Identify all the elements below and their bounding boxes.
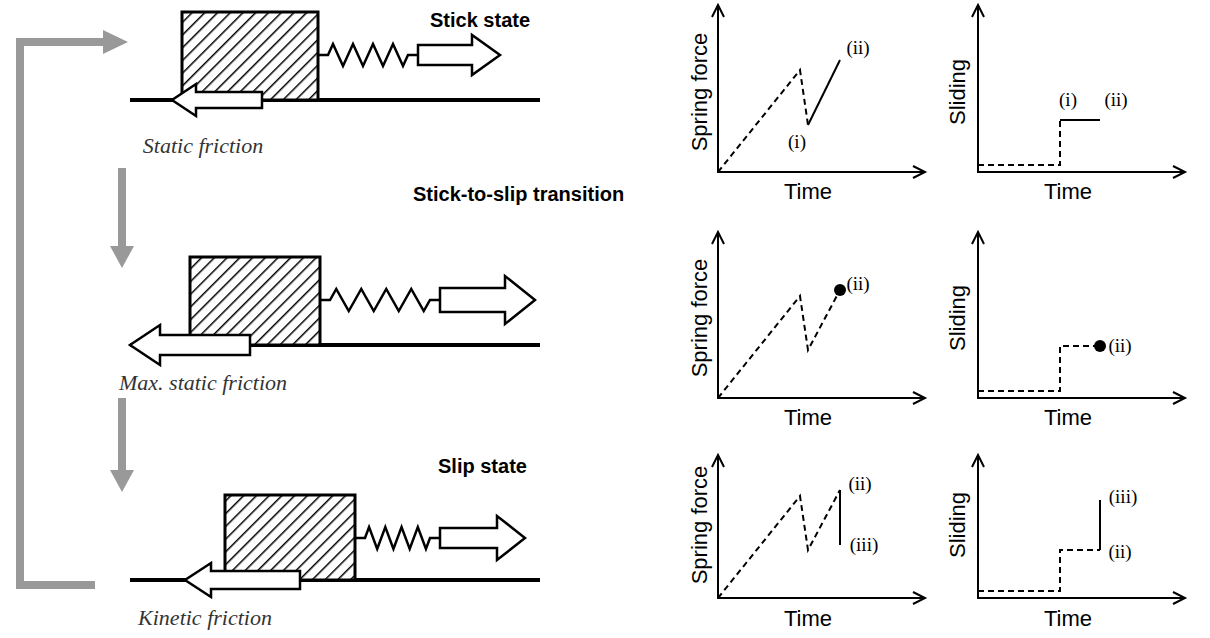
current-line: [1099, 500, 1101, 550]
point-marker: (ii): [848, 474, 871, 495]
friction-arrow: [185, 563, 300, 597]
axis-label: Time: [1044, 607, 1092, 631]
friction-label: Static friction: [143, 134, 263, 158]
cycle-arrowhead: [110, 246, 134, 268]
point-marker: (i): [788, 132, 806, 153]
graph-axes: [712, 232, 925, 404]
current-line: [1060, 119, 1100, 121]
current-line: [839, 490, 841, 545]
graph-axes: [972, 232, 1185, 404]
cycle-arrow: [118, 168, 126, 248]
axis-label: Time: [784, 607, 832, 631]
axis-label: Sliding: [946, 285, 970, 351]
state-dot: [834, 284, 846, 296]
pull-arrow: [440, 276, 535, 324]
axis-label: Spring force: [688, 466, 712, 585]
spring-symbol: [320, 289, 440, 311]
axis-label: Time: [1044, 180, 1092, 204]
state-title: Slip state: [438, 455, 527, 477]
pull-arrow: [440, 516, 525, 560]
friction-label: Max. static friction: [119, 371, 287, 395]
current-line: [808, 60, 840, 125]
point-marker: (iii): [850, 535, 879, 556]
point-marker: (ii): [1108, 336, 1131, 357]
point-marker: (i): [1059, 90, 1077, 111]
point-marker: (iii): [1109, 487, 1138, 508]
pull-arrow: [418, 35, 500, 75]
history-line: [718, 290, 840, 398]
friction-arrow: [172, 84, 262, 116]
point-marker: (ii): [1108, 542, 1131, 563]
cycle-arrow: [118, 398, 126, 472]
axis-label: Sliding: [946, 59, 970, 125]
history-line: [978, 120, 1060, 165]
friction-arrow: [130, 325, 250, 365]
axis-label: Sliding: [946, 492, 970, 558]
spring-symbol: [318, 44, 418, 66]
history-line: [718, 70, 808, 172]
state-dot: [1094, 340, 1106, 352]
sliding-block: [225, 495, 355, 580]
friction-label: Kinetic friction: [138, 606, 272, 630]
state-title: Stick-to-slip transition: [413, 183, 624, 205]
history-line: [978, 550, 1100, 591]
cycle-arrowhead: [110, 470, 134, 492]
history-line: [978, 346, 1100, 391]
axis-label: Spring force: [688, 33, 712, 152]
sliding-block: [190, 257, 320, 345]
state-title: Stick state: [430, 9, 530, 31]
axis-label: Time: [784, 180, 832, 204]
sliding-block: [182, 12, 318, 100]
axis-label: Time: [1044, 406, 1092, 430]
point-marker: (ii): [1104, 90, 1127, 111]
cycle-arrowhead: [103, 30, 128, 54]
graph-axes: [712, 5, 925, 178]
graph-axes: [712, 455, 925, 604]
spring-symbol: [355, 527, 440, 549]
point-marker: (ii): [846, 274, 869, 295]
cycle-arrow: [20, 42, 105, 585]
axis-label: Time: [784, 406, 832, 430]
history-line: [718, 490, 840, 598]
point-marker: (ii): [846, 38, 869, 59]
graph-axes: [972, 455, 1185, 604]
graph-axes: [972, 5, 1185, 178]
axis-label: Spring force: [688, 259, 712, 378]
